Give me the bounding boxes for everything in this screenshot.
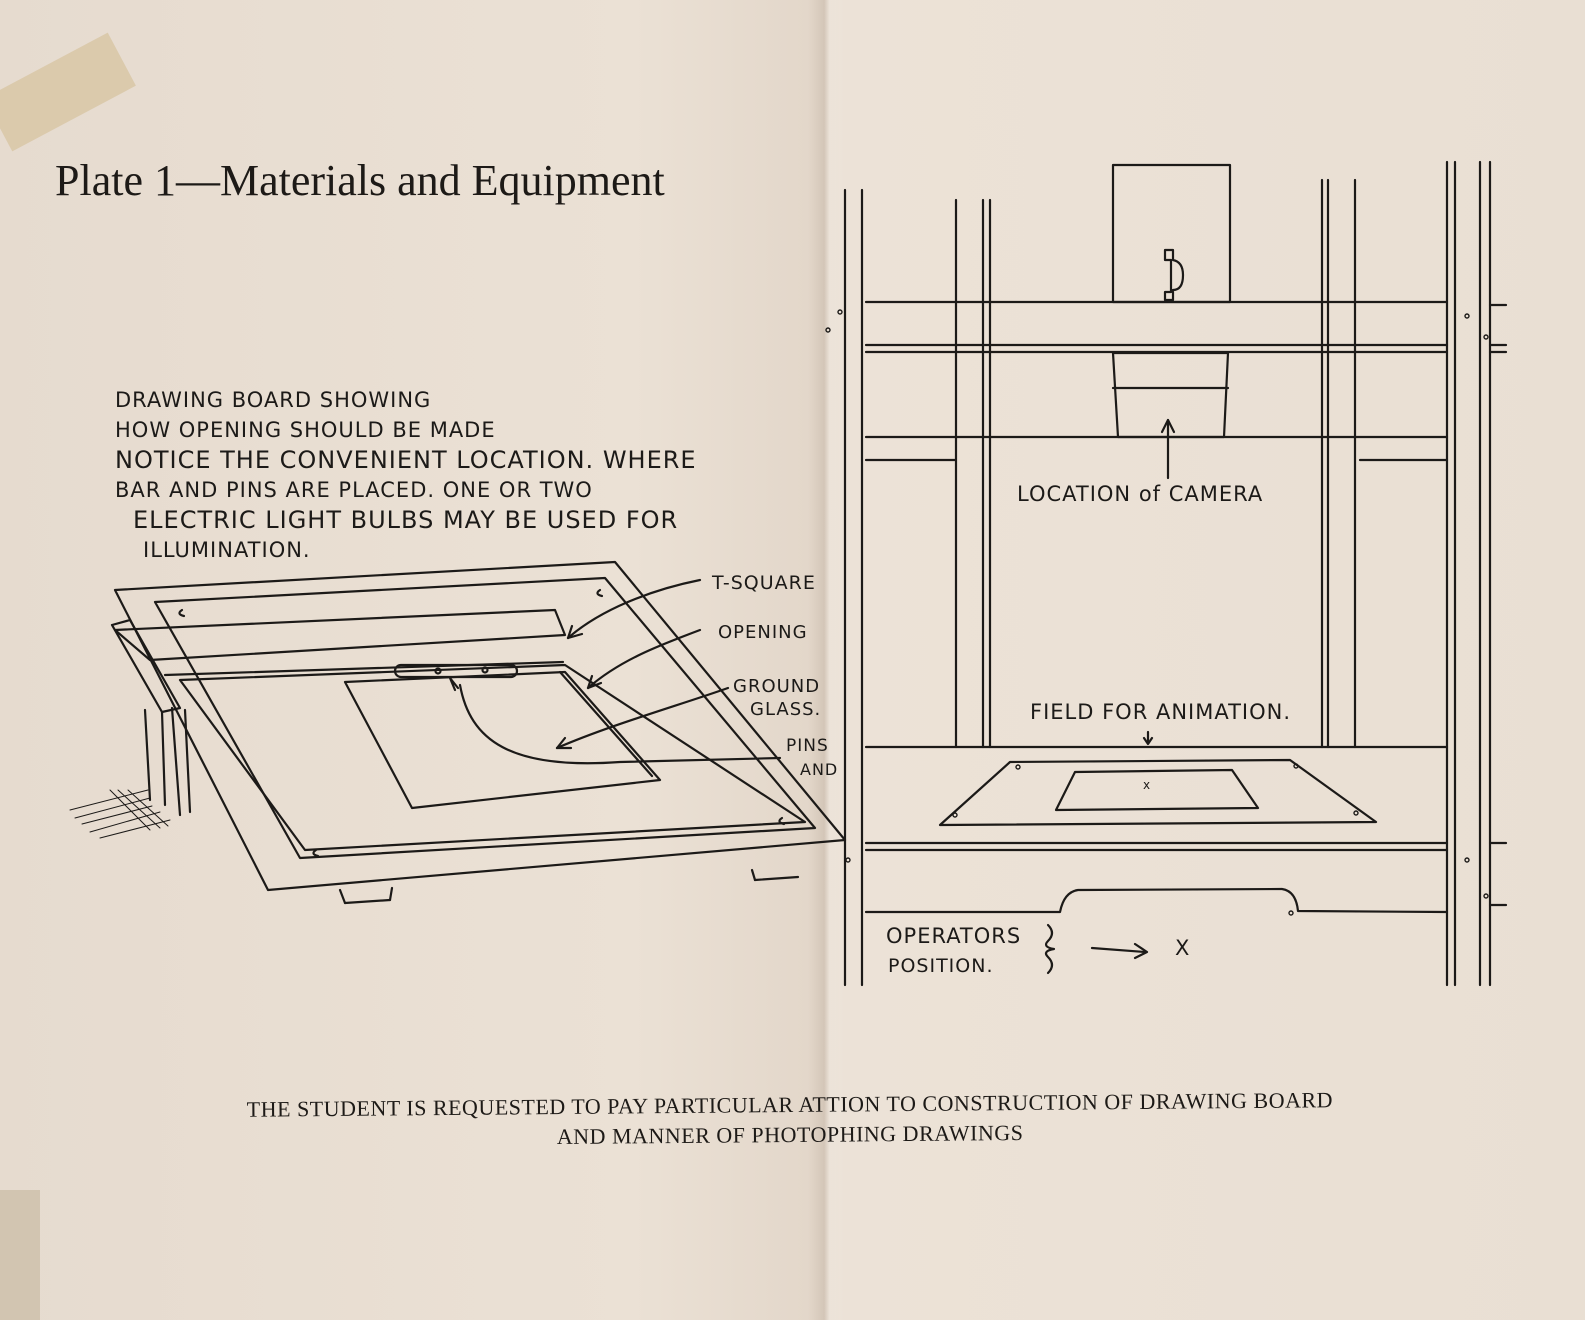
label-opening: OPENING — [718, 622, 808, 643]
note-line: DRAWING BOARD SHOWING — [115, 388, 432, 412]
label-ground: GROUND — [733, 676, 821, 697]
label-location-of-camera: LOCATION of CAMERA — [1017, 482, 1264, 506]
label-position: POSITION. — [888, 955, 994, 977]
label-and: AND — [800, 760, 839, 779]
drawing-board-note: DRAWING BOARD SHOWING HOW OPENING SHOULD… — [115, 385, 697, 565]
tape-strip-bottom — [0, 1190, 40, 1320]
label-operators: OPERATORS — [886, 924, 1022, 948]
plate-caption: THE STUDENT IS REQUESTED TO PAY PARTICUL… — [60, 1084, 1520, 1157]
drawing-board-sketch — [69, 560, 847, 905]
note-line: ILLUMINATION. — [143, 538, 311, 562]
camera-stand-sketch — [825, 160, 1508, 987]
book-gutter — [808, 0, 844, 1320]
note-line: BAR AND PINS ARE PLACED. ONE OR TWO — [115, 478, 593, 502]
note-line: ELECTRIC LIGHT BULBS MAY BE USED FOR — [133, 506, 679, 534]
note-line: HOW OPENING SHOULD BE MADE — [115, 418, 496, 442]
label-pins: PINS — [786, 736, 829, 756]
label-glass: GLASS. — [750, 699, 822, 720]
note-line: NOTICE THE CONVENIENT LOCATION. WHERE — [115, 446, 697, 474]
label-field-for-animation: FIELD FOR ANIMATION. — [1030, 700, 1292, 724]
plate-title: Plate 1—Materials and Equipment — [55, 156, 665, 205]
label-field-center-x: x — [1143, 778, 1152, 792]
label-tsquare: T-SQUARE — [712, 572, 816, 594]
label-operator-x: X — [1175, 936, 1191, 960]
